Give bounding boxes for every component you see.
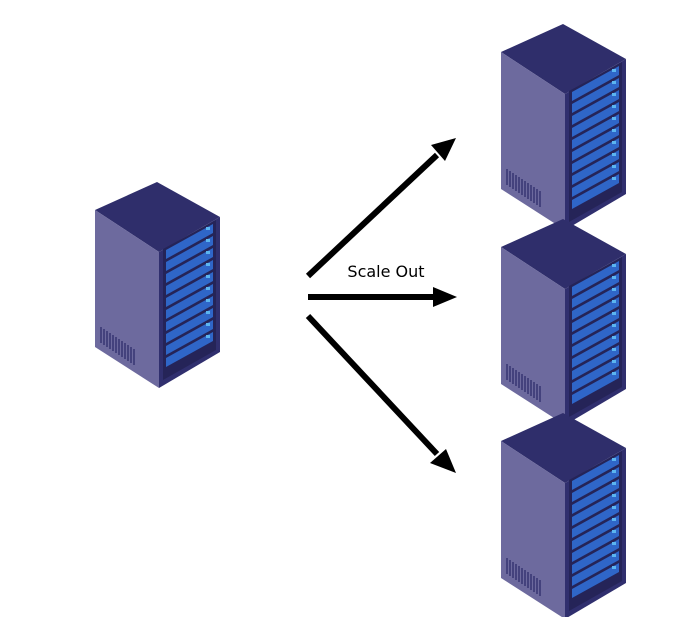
source-server-icon	[94, 181, 221, 389]
scale-out-label: Scale Out	[347, 262, 425, 281]
target-server-3-icon	[500, 412, 627, 617]
arrow-down-right	[305, 313, 456, 473]
arrow-right	[308, 287, 457, 307]
arrow-up-right	[305, 138, 456, 279]
target-server-2-icon	[500, 218, 627, 426]
target-server-1-icon	[500, 23, 627, 231]
